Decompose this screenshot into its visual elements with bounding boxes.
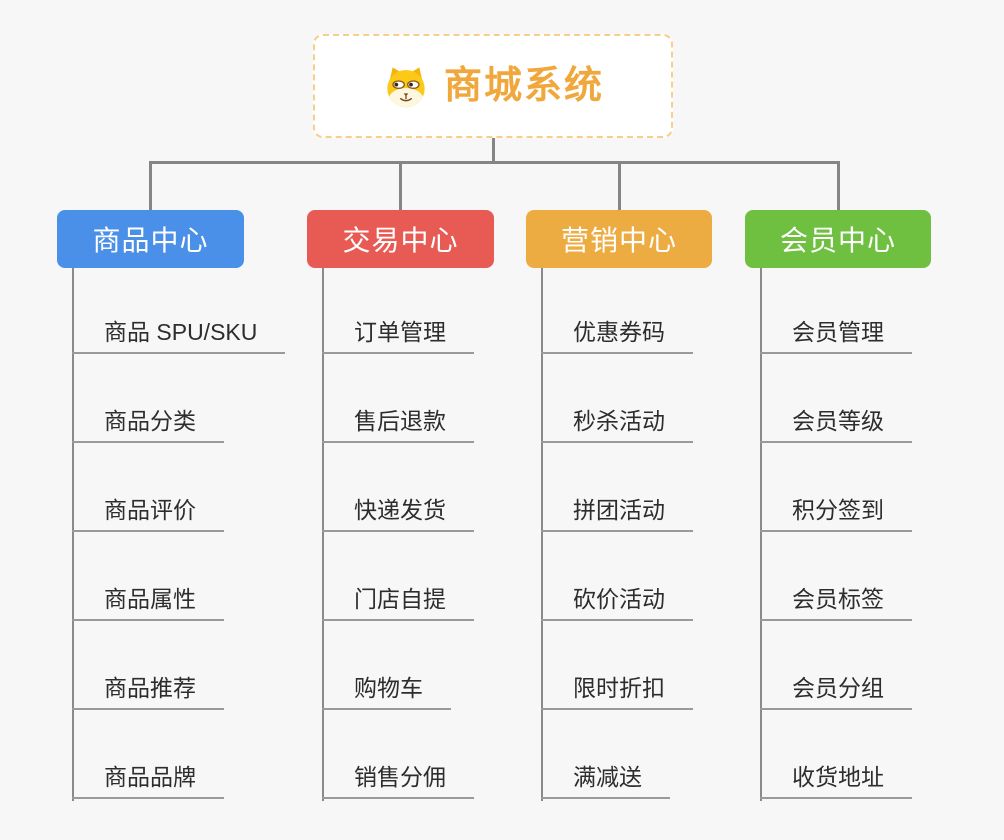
leaf-node[interactable]: 商品分类 bbox=[72, 407, 224, 443]
leaf-node[interactable]: 优惠券码 bbox=[541, 318, 693, 354]
branch-node-member-center[interactable]: 会员中心 bbox=[745, 210, 931, 268]
leaf-node[interactable]: 积分签到 bbox=[760, 496, 912, 532]
leaf-node[interactable]: 商品 SPU/SKU bbox=[72, 318, 286, 354]
leaf-node[interactable]: 售后退款 bbox=[322, 407, 474, 443]
connector-drop-branch-2 bbox=[399, 163, 402, 210]
leaf-node[interactable]: 销售分佣 bbox=[322, 763, 474, 799]
leaf-node[interactable]: 购物车 bbox=[322, 674, 451, 710]
leaf-node[interactable]: 商品推荐 bbox=[72, 674, 224, 710]
connector-trunk bbox=[760, 268, 762, 801]
leaf-node[interactable]: 快递发货 bbox=[322, 496, 474, 532]
leaf-node[interactable]: 秒杀活动 bbox=[541, 407, 693, 443]
branch-4-children: 会员管理 会员等级 积分签到 会员标签 会员分组 收货地址 bbox=[760, 268, 1000, 801]
connector-trunk bbox=[541, 268, 543, 801]
connector-root-drop bbox=[492, 138, 495, 163]
branch-node-trade-center[interactable]: 交易中心 bbox=[307, 210, 494, 268]
leaf-node[interactable]: 会员等级 bbox=[760, 407, 912, 443]
leaf-node[interactable]: 商品评价 bbox=[72, 496, 224, 532]
connector-drop-branch-4 bbox=[837, 163, 840, 210]
connector-trunk bbox=[72, 268, 74, 801]
connector-drop-branch-3 bbox=[618, 163, 621, 210]
connector-drop-branch-1 bbox=[149, 163, 152, 210]
branch-node-marketing-center[interactable]: 营销中心 bbox=[526, 210, 712, 268]
leaf-node[interactable]: 限时折扣 bbox=[541, 674, 693, 710]
root-label: 商城系统 bbox=[443, 65, 604, 107]
connector-horizontal-bar bbox=[149, 161, 840, 164]
leaf-node[interactable]: 砍价活动 bbox=[541, 585, 693, 621]
branch-2-children: 订单管理 售后退款 快递发货 门店自提 购物车 销售分佣 bbox=[322, 268, 562, 801]
leaf-node[interactable]: 会员标签 bbox=[760, 585, 912, 621]
leaf-node[interactable]: 门店自提 bbox=[322, 585, 474, 621]
leaf-node[interactable]: 商品属性 bbox=[72, 585, 224, 621]
branch-1-children: 商品 SPU/SKU 商品分类 商品评价 商品属性 商品推荐 商品品牌 bbox=[72, 268, 312, 801]
dog-face-icon bbox=[382, 62, 430, 110]
connector-trunk bbox=[322, 268, 324, 801]
branch-node-product-center[interactable]: 商品中心 bbox=[57, 210, 244, 268]
leaf-node[interactable]: 会员分组 bbox=[760, 674, 912, 710]
leaf-node[interactable]: 会员管理 bbox=[760, 318, 912, 354]
leaf-node[interactable]: 收货地址 bbox=[760, 763, 912, 799]
branch-3-children: 优惠券码 秒杀活动 拼团活动 砍价活动 限时折扣 满减送 bbox=[541, 268, 781, 801]
leaf-node[interactable]: 拼团活动 bbox=[541, 496, 693, 532]
leaf-node[interactable]: 满减送 bbox=[541, 763, 670, 799]
root-node[interactable]: 商城系统 bbox=[313, 34, 673, 138]
leaf-node[interactable]: 商品品牌 bbox=[72, 763, 224, 799]
leaf-node[interactable]: 订单管理 bbox=[322, 318, 474, 354]
